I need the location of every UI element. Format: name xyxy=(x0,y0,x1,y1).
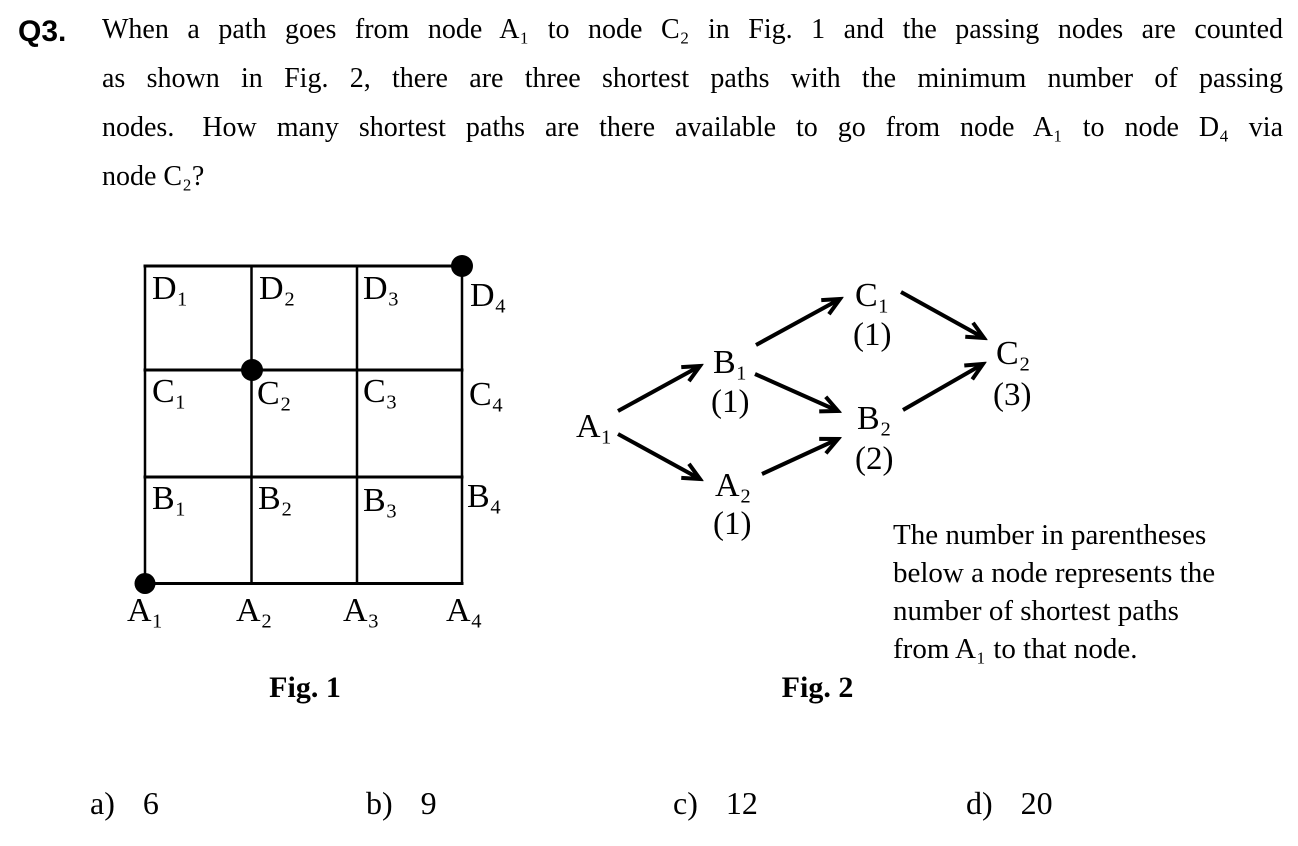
note-line-3: number of shortest paths xyxy=(893,595,1179,627)
note-line-1: The number in parentheses xyxy=(893,519,1207,551)
grid-node-label-d2: D₂ xyxy=(259,270,295,307)
edge-arrow-a1-a2 xyxy=(617,432,700,479)
graph-node-count-c2: (3) xyxy=(993,377,1031,413)
question-text: When a path goes from node A₁ to node C₂… xyxy=(102,5,1283,201)
grid-node-label-b1: B₁ xyxy=(152,480,187,517)
graph-node-label-a1: A₁ xyxy=(576,408,612,445)
question-line-1: When a path goes from node A₁ to node C₂… xyxy=(102,14,1283,45)
fig1-grid-diagram: D₁ D₂ D₃ D₄ C₁ C₂ C₃ C₄ B₁ B₂ B₃ B₄ A₁ A… xyxy=(127,255,506,629)
option-d: d) 20 xyxy=(966,785,1053,821)
edge-arrow-a1-b1 xyxy=(617,366,700,413)
question-line-3: nodes. How many shortest paths are there… xyxy=(102,112,1283,143)
edge-arrow-b2-c2 xyxy=(902,364,983,412)
option-a-letter: a) xyxy=(90,785,115,821)
grid-node-label-a1: A₁ xyxy=(127,592,163,629)
grid-node-label-b4: B₄ xyxy=(467,478,502,515)
option-d-letter: d) xyxy=(966,785,993,821)
question-number: Q3. xyxy=(18,15,67,48)
option-b-value: 9 xyxy=(420,785,437,821)
grid-node-label-a2: A₂ xyxy=(236,592,272,629)
graph-node-label-c2: C₂ xyxy=(996,335,1031,372)
graph-node-label-b1: B₁ xyxy=(713,344,748,381)
graph-node-label-c1: C₁ xyxy=(855,277,890,314)
grid-node-label-b2: B₂ xyxy=(258,480,293,517)
graph-node-count-b1: (1) xyxy=(711,384,749,420)
fig2-note: The number in parentheses below a node r… xyxy=(893,516,1215,668)
option-c: c) 12 xyxy=(673,785,758,821)
option-a-value: 6 xyxy=(142,785,159,821)
graph-node-label-a2: A₂ xyxy=(715,467,751,504)
grid-node-label-c4: C₄ xyxy=(469,376,504,413)
fig1-caption: Fig. 1 xyxy=(269,671,341,704)
graph-node-label-b2: B₂ xyxy=(857,400,892,437)
question-line-2: as shown in Fig. 2, there are three shor… xyxy=(102,63,1283,94)
option-b: b) 9 xyxy=(366,785,437,821)
fig2-path-count-graph: A₁ B₁ (1) A₂ (1) C₁ (1) B₂ (2) C₂ (3) xyxy=(576,277,1031,542)
edge-arrow-a2-b2 xyxy=(761,439,838,476)
note-line-4: from A₁ to that node. xyxy=(893,633,1138,665)
question-line-4: node C₂? xyxy=(102,161,205,192)
grid-node-label-c3: C₃ xyxy=(363,373,398,410)
fig2-caption: Fig. 2 xyxy=(781,671,854,704)
option-c-letter: c) xyxy=(673,785,698,821)
option-b-letter: b) xyxy=(366,785,393,821)
grid-node-label-b3: B₃ xyxy=(363,482,398,519)
grid-node-label-d4: D₄ xyxy=(470,277,506,314)
grid-node-label-a3: A₃ xyxy=(343,592,379,629)
edge-arrow-b1-b2 xyxy=(754,372,838,411)
graph-node-count-c1: (1) xyxy=(853,317,891,353)
option-c-value: 12 xyxy=(725,785,758,821)
node-dot-a1 xyxy=(134,573,156,594)
grid-node-label-c1: C₁ xyxy=(152,373,187,410)
grid-node-label-d1: D₁ xyxy=(152,270,188,307)
graph-node-count-a2: (1) xyxy=(713,506,751,542)
node-dot-c2 xyxy=(241,359,263,381)
grid-node-label-c2: C₂ xyxy=(257,375,292,412)
grid-node-label-d3: D₃ xyxy=(363,270,399,307)
note-line-2: below a node represents the xyxy=(893,557,1216,589)
grid-node-label-a4: A₄ xyxy=(446,592,482,629)
edge-arrow-c1-c2 xyxy=(900,290,984,338)
graph-node-count-b2: (2) xyxy=(855,441,893,477)
node-dot-d4 xyxy=(451,255,473,277)
option-d-value: 20 xyxy=(1020,785,1053,821)
edge-arrow-b1-c1 xyxy=(755,299,840,347)
option-a: a) 6 xyxy=(90,785,159,821)
